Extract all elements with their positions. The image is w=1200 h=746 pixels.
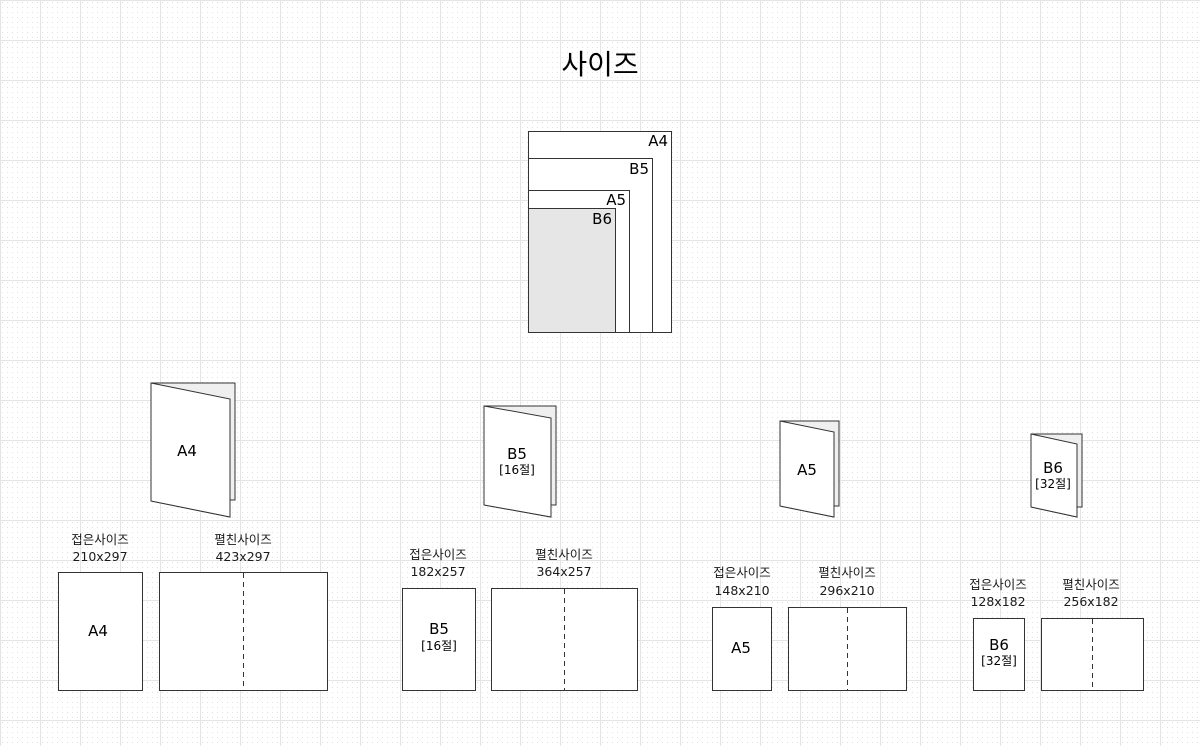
booklet-b6: B6 [32절]	[1030, 433, 1083, 518]
size-comparison-stack: A4 B5 A5 B6	[528, 131, 672, 333]
folded-size-b5: 182x257	[410, 564, 465, 579]
folded-caption-b6: 접은사이즈	[969, 577, 1027, 592]
open-size-b5: 364x257	[536, 564, 591, 579]
folded-size-a5: 148x210	[714, 583, 769, 598]
open-size-a4: 423x297	[215, 549, 270, 564]
folded-sheet-b6	[973, 618, 1025, 691]
open-size-a5: 296x210	[819, 583, 874, 598]
folded-sheet-a5	[712, 607, 772, 691]
open-sheet-b5	[491, 588, 638, 691]
stack-label-a4: A4	[648, 132, 668, 150]
folded-label-a4: A4	[88, 622, 108, 640]
booklet-label-b6: B6	[1043, 459, 1063, 477]
folded-sub-b6: [32절]	[981, 654, 1017, 668]
booklet-a5: A5	[779, 420, 840, 518]
booklet-label-a5: A5	[797, 461, 817, 479]
open-caption-b5: 펼친사이즈	[535, 547, 593, 562]
stack-label-b6: B6	[592, 210, 612, 228]
stack-label-b5: B5	[629, 160, 649, 178]
folded-sheet-b5	[402, 588, 476, 691]
booklet-b5: B5 [16절]	[483, 405, 557, 518]
format-group-a5: A5 접은사이즈 148x210 펼친사이즈 296x210 A5	[712, 420, 907, 691]
open-caption-b6: 펼친사이즈	[1062, 577, 1120, 592]
format-group-b6: B6 [32절] 접은사이즈 128x182 펼친사이즈 256x182 B6 …	[969, 433, 1144, 691]
page-title: 사이즈	[561, 48, 638, 81]
open-caption-a4: 펼친사이즈	[214, 532, 272, 547]
stack-sheet-b6	[528, 208, 616, 333]
folded-caption-a4: 접은사이즈	[71, 532, 129, 547]
folded-label-a5: A5	[731, 639, 751, 657]
folded-label-b5: B5	[429, 620, 449, 638]
open-caption-a5: 펼친사이즈	[818, 565, 876, 580]
format-group-b5: B5 [16절] 접은사이즈 182x257 펼친사이즈 364x257 B5 …	[402, 405, 638, 691]
open-size-b6: 256x182	[1063, 594, 1118, 609]
folded-size-a4: 210x297	[72, 549, 127, 564]
folded-caption-b5: 접은사이즈	[409, 547, 467, 562]
booklet-sub-b5: [16절]	[499, 463, 535, 477]
folded-sub-b5: [16절]	[421, 639, 457, 653]
folded-sheet-a4	[58, 572, 143, 691]
open-sheet-b6	[1041, 618, 1144, 691]
format-group-a4: A4 접은사이즈 210x297 펼친사이즈 423x297 A4	[58, 382, 328, 691]
booklet-label-b5: B5	[507, 445, 527, 463]
folded-caption-a5: 접은사이즈	[713, 565, 771, 580]
folded-size-b6: 128x182	[970, 594, 1025, 609]
stack-label-a5: A5	[606, 191, 626, 209]
folded-label-b6: B6	[989, 636, 1009, 654]
booklet-label-a4: A4	[177, 442, 197, 460]
booklet-a4: A4	[150, 382, 236, 518]
booklet-sub-b6: [32절]	[1035, 477, 1071, 491]
